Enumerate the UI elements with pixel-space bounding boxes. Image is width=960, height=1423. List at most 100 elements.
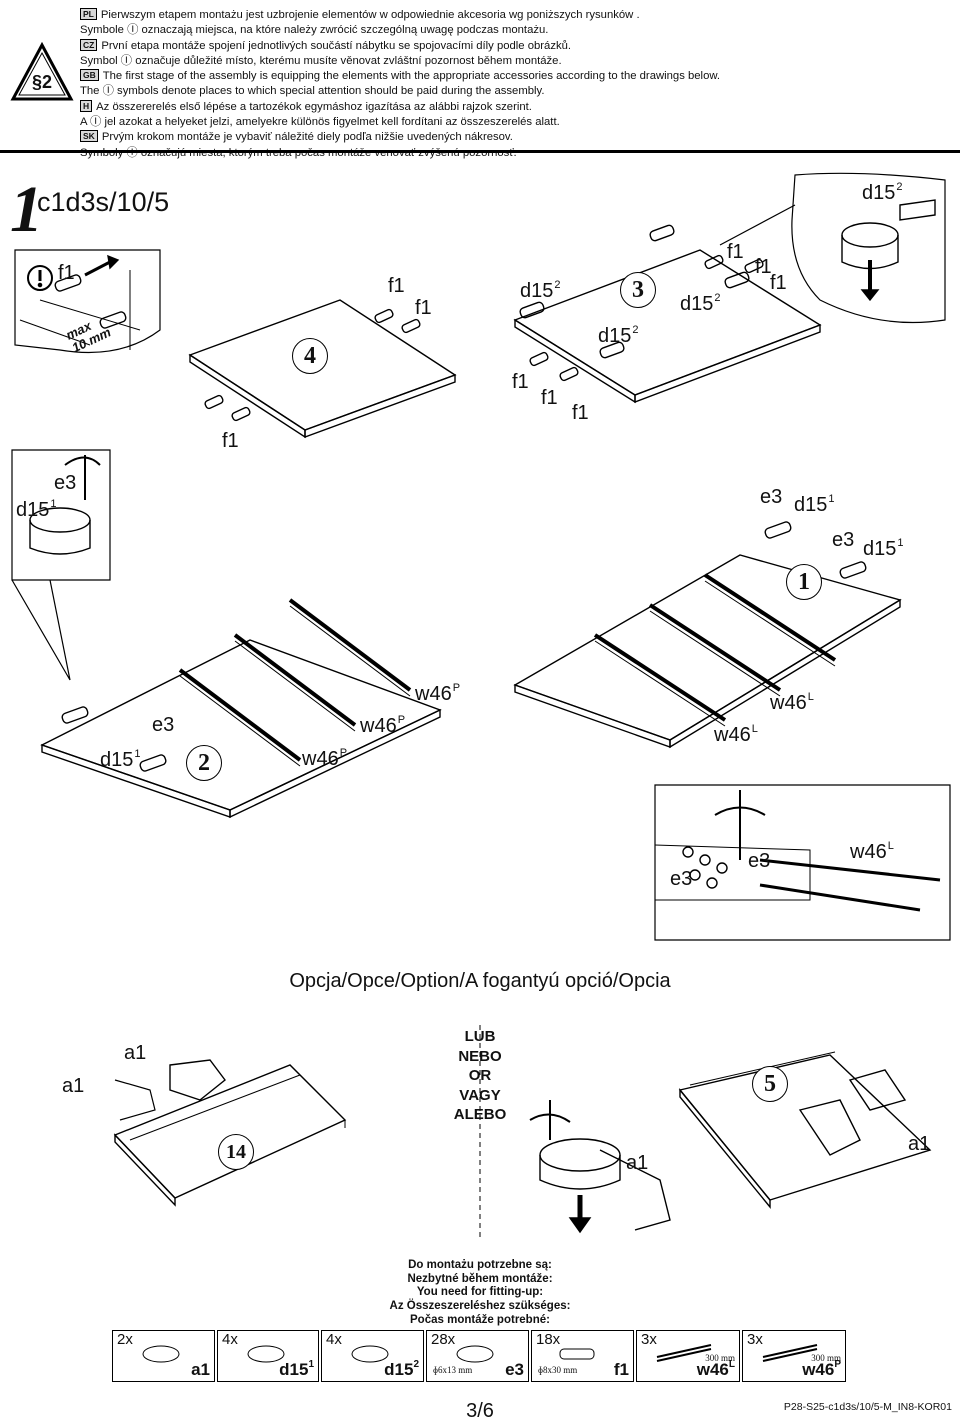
panel-4 [188, 299, 457, 439]
part-code-text: d15 [279, 1360, 309, 1379]
document-code: P28-S25-c1d3s/10/5-M_IN8-KOR01 [783, 1401, 952, 1413]
label-f1-b: f1 [415, 297, 432, 319]
product-code: c1d3s/10/5 [37, 187, 170, 217]
part-code-sup: L [728, 1359, 735, 1370]
part-code-text: e3 [505, 1360, 524, 1379]
notice-text: The first stage of the assembly is equip… [102, 70, 721, 83]
label-f1-i: f1 [572, 402, 589, 424]
part-code: a1 [191, 1360, 210, 1380]
part-glyph-icon [762, 1344, 818, 1362]
label-e3-f: e3 [670, 868, 693, 890]
part-code-text: w46 [696, 1360, 729, 1379]
label-f1-c: f1 [222, 430, 239, 452]
part-cell: 18x f1 ɸ8x30 mm [531, 1330, 634, 1382]
notice-line: A Ⓘ jel azokat a helyeket jelzi, amelyek… [80, 115, 950, 130]
handle-option-illustration [113, 1025, 932, 1240]
notice-line: Symbol Ⓘ označuje důležité místo, kterém… [80, 54, 950, 69]
label-w46p-b: w46P [360, 714, 406, 737]
part-quantity: 4x [222, 1331, 238, 1348]
notice-text: Prvým krokom montáže je vybaviť náležité… [101, 131, 513, 144]
label-e3-c: e3 [832, 529, 855, 551]
part-glyph-icon [247, 1345, 285, 1363]
part-glyph-icon [456, 1345, 494, 1363]
needed-heading-line: You need for fitting-up: [416, 1286, 544, 1299]
part-quantity: 3x [747, 1331, 763, 1348]
part-quantity: 3x [641, 1331, 657, 1348]
panel-2 [40, 598, 442, 819]
label-d15-1-a: d151 [16, 498, 57, 521]
needed-heading-line: Az Összeszereléshez szükséges: [389, 1300, 571, 1313]
part-size: ɸ8x30 mm [538, 1365, 578, 1375]
header-divider [0, 150, 960, 153]
label-w46p-a: w46P [415, 682, 461, 705]
page-number: 3/6 [466, 1400, 494, 1422]
needed-heading-line: Nezbytné během montáže: [407, 1272, 553, 1285]
part-quantity: 4x [326, 1331, 342, 1348]
notice-text: Pierwszym etapem montażu jest uzbrojenie… [100, 9, 640, 21]
part-cell: 2x a1 [112, 1330, 215, 1382]
notice-text: Symbole Ⓘ oznaczają miejsca, na które na… [80, 24, 549, 37]
label-a1-c: a1 [626, 1152, 649, 1174]
step-badge-5: 5 [752, 1066, 788, 1102]
panel-5 [678, 1051, 932, 1209]
language-flag: PL [80, 8, 97, 20]
part-quantity: 18x [536, 1331, 561, 1348]
label-e3-d: e3 [152, 714, 175, 736]
handle-detail [529, 1100, 671, 1234]
part-quantity: 2x [117, 1331, 133, 1348]
notice-line: Symbole Ⓘ oznaczają miejsca, na które na… [80, 23, 950, 38]
part-code: d151 [279, 1359, 314, 1380]
needed-heading-line: Počas montáže potrebné: [410, 1313, 550, 1326]
or-word: OR [468, 1067, 492, 1084]
part-code: w46P [802, 1359, 841, 1380]
or-word: ALEBO [453, 1106, 507, 1123]
label-f1-h: f1 [541, 387, 558, 409]
part-code-text: f1 [613, 1360, 629, 1379]
dowel-detail-bubble [14, 249, 161, 354]
step-badge-3: 3 [620, 272, 656, 308]
label-f1-e: f1 [755, 256, 772, 278]
label-w46l-a: w46L [770, 691, 814, 714]
part-glyph-icon [559, 1348, 595, 1360]
step-number: 1 [10, 173, 43, 246]
step-badge-2: 2 [186, 745, 222, 781]
part-code-sup: 2 [413, 1359, 419, 1370]
label-w46p-c: w46P [302, 747, 348, 770]
label-f1-f: f1 [770, 272, 787, 294]
label-f1-a: f1 [388, 275, 405, 297]
part-glyph-icon [656, 1344, 712, 1362]
panel-14 [113, 1059, 347, 1207]
label-f1-d: f1 [727, 241, 744, 263]
part-code-text: a1 [191, 1360, 210, 1379]
label-w46l-b: w46L [714, 723, 758, 746]
label-d15-1-d: d151 [100, 748, 141, 771]
label-d15-1-b: d151 [794, 493, 835, 516]
runner-detail-bubble [654, 784, 951, 941]
part-code: d152 [384, 1359, 419, 1380]
label-a1-a: a1 [124, 1042, 147, 1064]
needed-heading-line: Do montażu potrzebne są: [408, 1259, 552, 1271]
warning-label: §2 [31, 72, 53, 92]
label-d15-2-a: d152 [520, 279, 561, 302]
label-e3-e: e3 [748, 850, 771, 872]
notice-text: Symbol Ⓘ označuje důležité místo, kterém… [80, 54, 562, 67]
cam-e3-detail-bubble [11, 449, 111, 681]
notice-text: The Ⓘ symbols denote places to which spe… [80, 85, 545, 98]
attention-icon [27, 265, 53, 291]
label-d15-2-b: d152 [598, 324, 639, 347]
option-title: Opcja/Opce/Option/A fogantyú opció/Opcia [289, 970, 671, 992]
or-word: VAGY [459, 1086, 501, 1104]
label-a1-d: a1 [908, 1133, 931, 1155]
part-cell: 4x d151 [217, 1330, 319, 1382]
language-flag: SK [80, 130, 98, 143]
label-e3-a: e3 [54, 472, 77, 494]
part-size: 300 mm [705, 1353, 735, 1363]
notice-text: A Ⓘ jel azokat a helyeket jelzi, amelyek… [80, 116, 560, 129]
language-flag: CZ [80, 38, 98, 51]
